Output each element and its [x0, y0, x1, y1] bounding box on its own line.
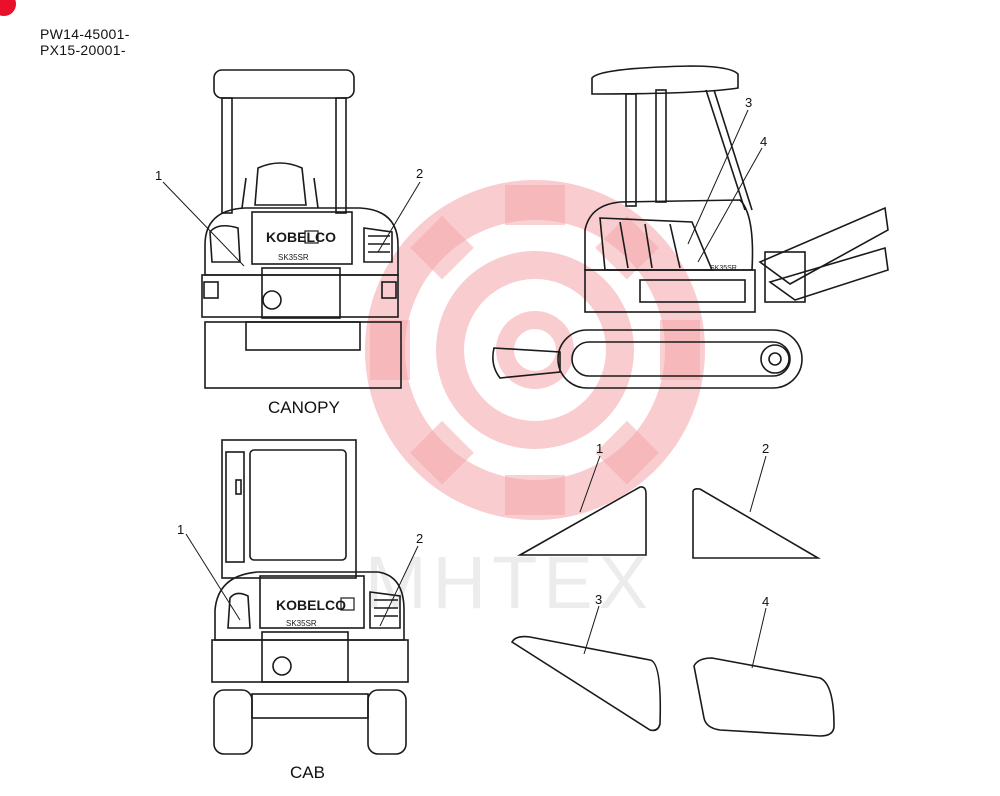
callout-side-4: 4	[760, 134, 768, 149]
callout-decal-4: 4	[762, 594, 770, 609]
cab-view-label: CAB	[290, 763, 325, 782]
callout-decal-2: 2	[762, 441, 770, 456]
callout-decal-3: 3	[595, 592, 603, 607]
decal-shape-4	[693, 657, 835, 737]
canopy-view-label: CANOPY	[268, 398, 340, 417]
canopy-model-badge: SK35SR	[278, 253, 309, 262]
decal-shape-1	[516, 486, 647, 556]
side-model-badge: SK35SR	[710, 265, 737, 272]
corner-badge	[0, 0, 16, 16]
callout-canopy-2: 2	[416, 166, 424, 181]
serial-number-2: PX15-20001-	[40, 42, 126, 58]
cab-model-badge: SK35SR	[286, 619, 317, 628]
serial-number-1: PW14-45001-	[40, 26, 130, 42]
callout-side-3: 3	[745, 95, 753, 110]
cab-logo: KOBELCO	[276, 597, 346, 613]
callout-canopy-1: 1	[155, 168, 163, 183]
callout-cab-2: 2	[416, 531, 424, 546]
decal-shape-2	[692, 488, 821, 559]
decal-shape-3	[510, 635, 662, 732]
callout-decal-1: 1	[596, 441, 604, 456]
callout-cab-1: 1	[177, 522, 185, 537]
